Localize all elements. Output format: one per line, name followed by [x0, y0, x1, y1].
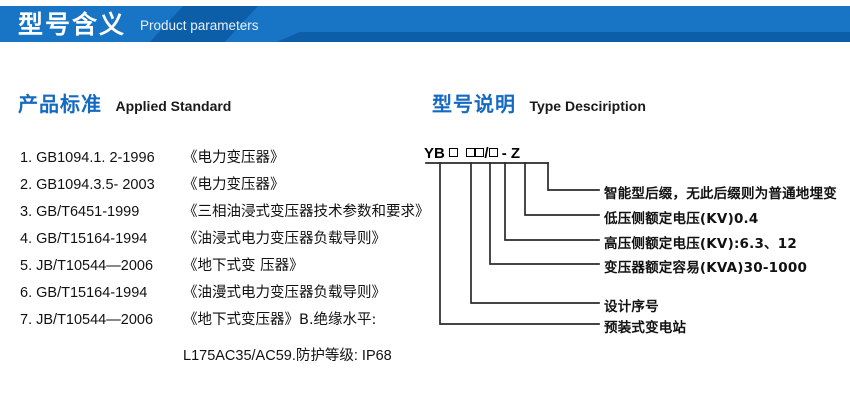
banner-subtitle: Product parameters [140, 18, 259, 33]
applied-standard-list: 1. GB1094.1. 2-1996 《电力变压器》 2. GB1094.3.… [20, 146, 430, 365]
standard-name: 《地下式变 压器》 [183, 258, 304, 274]
page-header-banner: 型号含义 Product parameters [0, 6, 850, 44]
label-lv-rated-voltage: 低压侧额定电压(KV)0.4 [604, 211, 759, 227]
code-placeholder-box-3 [475, 148, 485, 157]
label-rated-capacity: 变压器额定容易(KVA)30-1000 [604, 260, 808, 276]
section-heading-cn-type: 型号说明 [432, 92, 516, 116]
model-code-string: YB / - Z [424, 145, 520, 162]
model-code-prefix: YB [424, 145, 445, 162]
section-heading-applied-standard: 产品标准 Applied Standard [18, 88, 231, 117]
standard-name: 《油浸式电力变压器负载导则》 [183, 231, 386, 247]
code-placeholder-box-1 [449, 148, 459, 157]
code-placeholder-box-2 [466, 148, 476, 157]
standard-code: 5. JB/T10544—2006 [20, 258, 154, 274]
standard-code: 6. GB/T15164-1994 [20, 285, 148, 301]
section-heading-type-description: 型号说明 Type Desciription [432, 88, 646, 117]
label-hv-rated-voltage: 高压侧额定电压(KV):6.3、12 [604, 236, 797, 252]
standard-item: 6. GB/T15164-1994 《油漫式电力变压器负载导则》 [20, 281, 430, 308]
section-heading-en-standard: Applied Standard [115, 98, 232, 114]
standard-item: 7. JB/T10544—2006 《地下式变压器》B.绝缘水平: [20, 308, 430, 335]
standard-name: 《电力变压器》 [183, 150, 285, 166]
standard-item: 2. GB1094.3.5- 2003 《电力变压器》 [20, 173, 430, 200]
section-heading-cn-standard: 产品标准 [18, 92, 102, 116]
standard-item: 5. JB/T10544—2006 《地下式变 压器》 [20, 254, 430, 281]
standard-continuation-line: L175AC35/AC59.防护等级: IP68 [183, 348, 392, 364]
label-prefab-substation: 预装式变电站 [604, 320, 687, 336]
standard-name: 《三相油浸式变压器技术参数和要求》 [183, 204, 430, 220]
standard-item: 3. GB/T6451-1999 《三相油浸式变压器技术参数和要求》 [20, 200, 430, 227]
standard-name: 《地下式变压器》B.绝缘水平: [183, 312, 377, 328]
section-heading-en-type: Type Desciription [529, 98, 646, 114]
standard-name: 《电力变压器》 [183, 177, 285, 193]
standard-code: 3. GB/T6451-1999 [20, 204, 140, 220]
standard-name: 《油漫式电力变压器负载导则》 [183, 285, 386, 301]
label-intelligent-suffix: 智能型后缀，无此后缀则为普通地埋变 [604, 186, 837, 202]
label-design-serial: 设计序号 [604, 299, 659, 315]
code-placeholder-box-4 [488, 148, 498, 157]
model-code-separator: / [484, 145, 489, 162]
standard-code: 4. GB/T15164-1994 [20, 231, 148, 247]
standard-item: 1. GB1094.1. 2-1996 《电力变压器》 [20, 146, 430, 173]
banner-title: 型号含义 [18, 10, 127, 39]
standard-code: 1. GB1094.1. 2-1996 [20, 150, 155, 166]
standard-code: 2. GB1094.3.5- 2003 [20, 177, 155, 193]
leader-lines-group [425, 162, 600, 325]
model-code-suffix: Z [510, 145, 521, 162]
model-code-dash: - [501, 145, 507, 162]
standard-item: 4. GB/T15164-1994 《油浸式电力变压器负载导则》 [20, 227, 430, 254]
standard-code: 7. JB/T10544—2006 [20, 312, 154, 328]
banner-background-shape [0, 6, 850, 44]
type-designation-diagram: YB / - Z 智能型后缀，无此后缀则为普通地埋变 低压侧额定电压(KV)0.… [424, 140, 844, 340]
